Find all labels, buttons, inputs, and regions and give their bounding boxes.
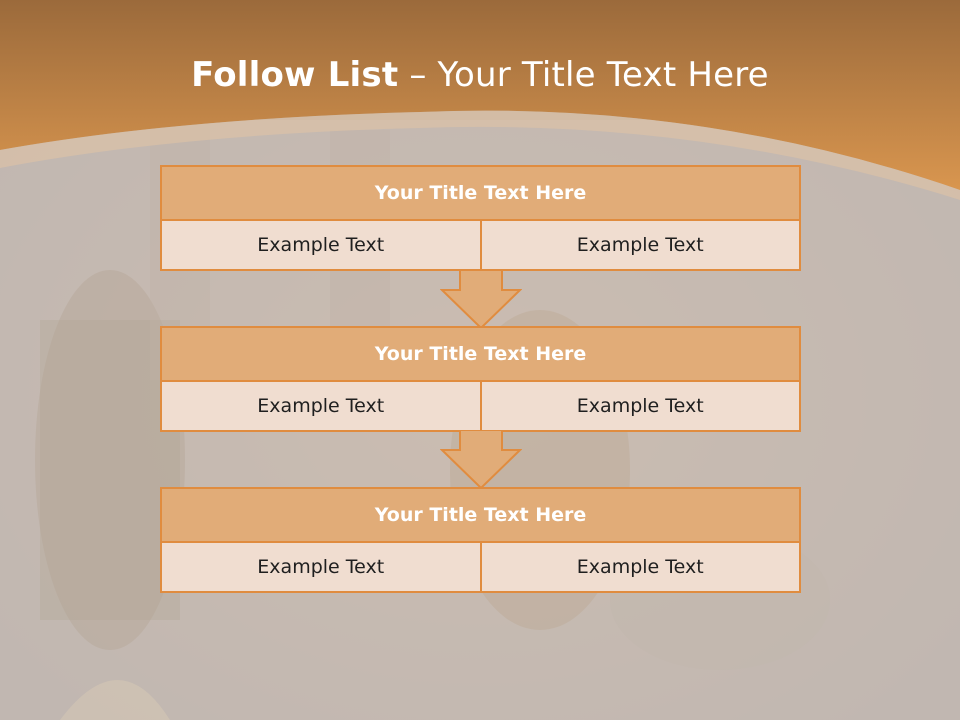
title-rest: – Your Title Text Here <box>409 55 769 95</box>
list-block-1: Your Title Text Here Example Text Exampl… <box>160 165 801 271</box>
down-arrow-icon <box>440 430 522 490</box>
block-cell-right: Example Text <box>481 221 801 271</box>
down-arrow-icon <box>440 270 522 330</box>
list-block-2: Your Title Text Here Example Text Exampl… <box>160 326 801 432</box>
block-row: Example Text Example Text <box>160 543 801 593</box>
block-row: Example Text Example Text <box>160 382 801 432</box>
title-bold: Follow List <box>191 55 399 95</box>
block-row: Example Text Example Text <box>160 221 801 271</box>
block-cell-left: Example Text <box>160 382 482 432</box>
block-cell-left: Example Text <box>160 543 482 593</box>
block-cell-left: Example Text <box>160 221 482 271</box>
slide-title: Follow List – Your Title Text Here <box>0 52 960 98</box>
block-title: Your Title Text Here <box>160 326 801 382</box>
block-title: Your Title Text Here <box>160 487 801 543</box>
list-block-3: Your Title Text Here Example Text Exampl… <box>160 487 801 593</box>
block-cell-right: Example Text <box>481 543 801 593</box>
block-cell-right: Example Text <box>481 382 801 432</box>
block-title: Your Title Text Here <box>160 165 801 221</box>
